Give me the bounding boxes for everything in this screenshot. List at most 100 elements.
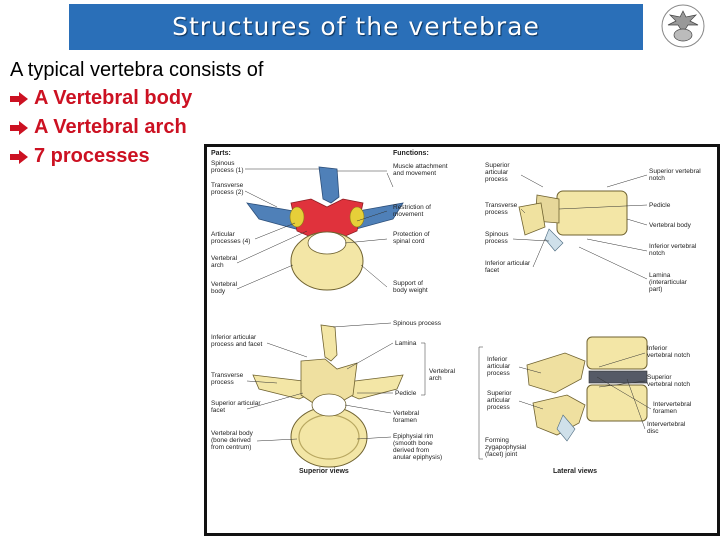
superior-label: from centrum) [211, 444, 251, 451]
superior-label: Pedicle [395, 390, 417, 397]
superior-views-caption: Superior views [299, 468, 349, 475]
lateral-label: Pedicle [649, 202, 671, 209]
stack-label: Inferior [487, 356, 508, 363]
arch-bracket [421, 342, 426, 396]
lateral-label: articular [485, 169, 509, 176]
stack-label: Intervertebral [653, 401, 692, 408]
leader-lines-bottom-right [478, 346, 652, 460]
vertebral-foramen-shape [307, 231, 347, 255]
stack-label: articular [487, 397, 511, 404]
bl-foramen-shape [311, 393, 347, 417]
superior-label: Epiphysial rim [393, 433, 433, 440]
lateral-label: Vertebral body [649, 222, 692, 229]
functions-header: Functions: [393, 150, 429, 157]
superior-label: foramen [393, 417, 417, 424]
parts-header: Parts: [211, 150, 231, 157]
superior-label: process [211, 379, 235, 386]
lateral-transverse-shape [518, 202, 546, 236]
lateral-label: Transverse [485, 202, 518, 209]
intervertebral-disc-shape [588, 370, 648, 384]
function-label: and movement [393, 170, 436, 177]
superior-label: (bone derived [211, 437, 251, 444]
bullet-text: A Vertebral arch [34, 116, 187, 138]
bottom-left-left-labels: Inferior articular process and facet Tra… [211, 334, 263, 451]
superior-view-plain [252, 324, 404, 468]
stack-label: Intervertebral [647, 421, 686, 428]
superior-label: Inferior articular [211, 334, 257, 341]
function-label: movement [393, 211, 424, 218]
superior-label: (smooth bone [393, 440, 433, 447]
part-label: process (2) [211, 189, 244, 196]
bullet-text: 7 processes [34, 145, 150, 167]
top-right-left-labels: Superior articular process Transverse pr… [485, 162, 531, 274]
arrow-bullet-icon [10, 92, 28, 106]
part-label: processes (4) [211, 238, 250, 245]
bullet-text: A Vertebral body [34, 87, 193, 109]
lateral-view-stack [526, 336, 648, 442]
lower-spinous-shape [556, 414, 576, 442]
slide-title: Structures of the vertebrae [172, 12, 540, 41]
stack-label: articular [487, 363, 511, 370]
superior-label: Lamina [395, 340, 417, 347]
superior-label: process and facet [211, 341, 263, 348]
stack-label: foramen [653, 408, 677, 415]
lateral-label: Superior [485, 162, 510, 169]
superior-label: Spinous process [393, 320, 442, 327]
upper-body-shape [586, 336, 648, 370]
spinous-process-shape [318, 166, 340, 204]
upper-posterior-shape [526, 352, 586, 394]
superior-view-colored [246, 166, 404, 291]
lateral-label: facet [485, 267, 499, 274]
stack-label: process [487, 404, 511, 411]
lateral-label: Inferior vertebral [649, 243, 697, 250]
stack-label: (facet) joint [485, 451, 517, 458]
title-bar: Structures of the vertebrae [69, 4, 643, 50]
part-label: process (1) [211, 167, 244, 174]
vertebra-logo-icon [661, 4, 705, 48]
stack-label: Inferior [647, 345, 668, 352]
anatomy-diagram: Parts: Functions: Spinous process (1) Tr… [211, 150, 701, 475]
joint-bracket [478, 346, 483, 460]
part-label: Articular [211, 231, 236, 238]
bl-arch-shape [300, 358, 358, 404]
part-label: Transverse [211, 182, 244, 189]
stack-label: zygapophysial [485, 444, 527, 451]
function-label: spinal cord [393, 238, 425, 245]
lower-posterior-shape [532, 394, 586, 436]
lateral-label: process [485, 238, 509, 245]
leader-lines-top-right [512, 174, 648, 280]
function-label: Support of [393, 280, 423, 287]
stack-label: Superior [647, 374, 672, 381]
function-label: body weight [393, 287, 428, 294]
lateral-body-shape [556, 190, 628, 236]
stack-label: disc [647, 428, 659, 435]
lateral-label: Superior vertebral [649, 168, 701, 175]
bl-spinous-shape [320, 324, 338, 362]
bottom-left-right-labels: Spinous process Lamina Pedicle Vertebral… [299, 320, 456, 475]
lateral-label: Inferior articular [485, 260, 531, 267]
function-label: Muscle attachment [393, 163, 448, 170]
lateral-label: Spinous [485, 231, 509, 238]
functions-labels: Muscle attachment and movement Restricti… [393, 163, 448, 294]
vertebra-anatomy-figure: Parts: Functions: Spinous process (1) Tr… [204, 144, 720, 536]
intro-text: A typical vertebra consists of [10, 59, 264, 81]
function-label: Protection of [393, 231, 430, 238]
part-label: body [211, 288, 226, 295]
arrow-bullet-icon [10, 121, 28, 135]
vertebral-arch-bracket-label: Vertebral [429, 368, 456, 375]
lateral-spinous-shape [544, 228, 564, 252]
leader-lines-top-left [236, 168, 394, 290]
stack-label: process [487, 370, 511, 377]
lateral-label: notch [649, 175, 665, 182]
superior-label: derived from [393, 447, 429, 454]
lateral-label: Lamina [649, 272, 671, 279]
lateral-views-caption: Lateral views [553, 468, 597, 475]
part-label: Vertebral [211, 281, 238, 288]
parts-labels: Spinous process (1) Transverse process (… [211, 160, 250, 295]
superior-label: facet [211, 407, 225, 414]
lateral-label: part) [649, 286, 662, 293]
part-label: arch [211, 262, 224, 269]
articular-process-right [349, 206, 365, 228]
articular-process-left [289, 206, 305, 228]
lateral-view-single [518, 190, 628, 252]
